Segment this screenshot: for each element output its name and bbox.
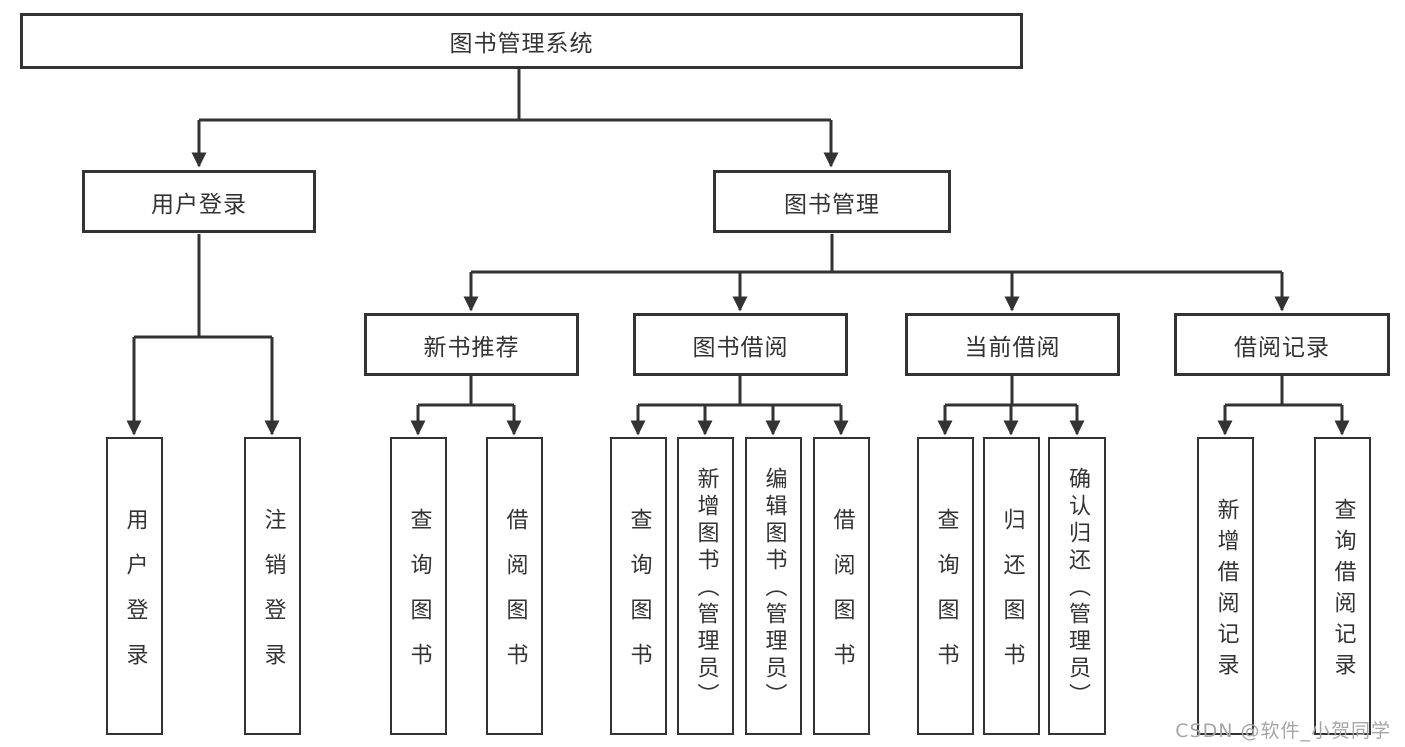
node-current-borrowing: 当前借阅 — [905, 313, 1120, 376]
leaf-logout: 注销登录 — [244, 437, 301, 735]
node-user-login: 用户登录 — [82, 170, 316, 233]
node-new-book-recommend: 新书推荐 — [364, 313, 579, 376]
node-borrow-records: 借阅记录 — [1174, 313, 1390, 376]
leaf-user-login: 用户登录 — [106, 437, 163, 735]
leaf-add-book-admin: 新增图书（管理员） — [677, 437, 734, 735]
node-book-management: 图书管理 — [713, 170, 951, 233]
leaf-borrow-books-borrowing: 借阅图书 — [813, 437, 870, 735]
leaf-query-books-borrowing: 查询图书 — [610, 437, 667, 735]
watermark: CSDN @软件_小贺同学 — [1175, 720, 1391, 742]
leaf-add-borrow-record: 新增借阅记录 — [1197, 437, 1254, 735]
leaf-confirm-return-admin: 确认归还（管理员） — [1048, 437, 1106, 735]
node-book-borrowing: 图书借阅 — [633, 313, 848, 376]
leaf-edit-book-admin: 编辑图书（管理员） — [745, 437, 802, 735]
leaf-query-books-recommend: 查询图书 — [390, 437, 447, 735]
leaf-query-books-current: 查询图书 — [917, 437, 974, 735]
node-library-system: 图书管理系统 — [20, 13, 1023, 69]
leaf-borrow-books-recommend: 借阅图书 — [486, 437, 543, 735]
leaf-query-borrow-record: 查询借阅记录 — [1314, 437, 1371, 735]
leaf-return-books: 归还图书 — [983, 437, 1040, 735]
